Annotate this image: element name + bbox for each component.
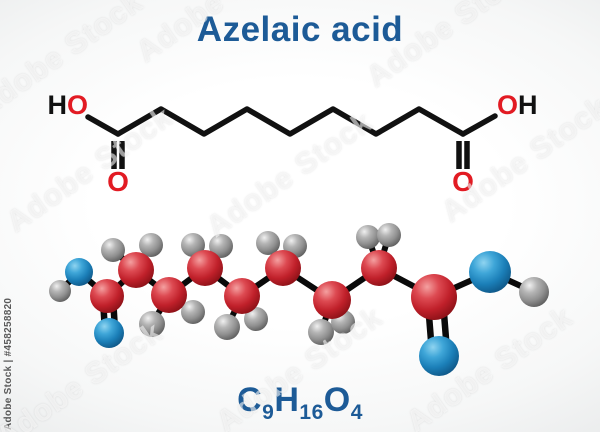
atom-hydrogen [181,300,205,324]
atom-label-carbonyl-oxygen-right: O [452,166,474,197]
formula-segment: H [274,381,300,419]
formula-segment: 9 [262,401,275,424]
atom-hydrogen [139,233,163,257]
atom-hydrogen [49,280,71,302]
atom-carbon [265,250,301,286]
atom-hydrogen [308,319,334,345]
atom-hydrogen [181,233,205,257]
atom-oxygen [469,251,511,293]
atom-carbon [361,250,397,286]
formula-segment: 4 [350,401,363,424]
atom-hydrogen [256,231,280,255]
atom-oxygen [419,336,459,376]
atom-label-carbonyl-oxygen-left: O [107,166,129,197]
page-title: Azelaic acid [196,10,404,49]
atom-carbon [411,274,457,320]
atom-hydrogen [377,223,401,247]
atom-carbon [313,281,351,319]
atom-hydrogen [139,311,165,337]
atom-carbon [90,279,124,313]
atom-oxygen [65,258,93,286]
atom-hydrogen [244,307,268,331]
single-bond [460,113,498,137]
formula-segment: O [323,381,351,419]
atom-hydrogen [101,238,125,262]
atom-hydrogen [209,234,233,258]
atom-carbon [118,252,154,288]
atom-hydrogen [214,314,240,340]
carbon-chain-bond [115,106,466,137]
atom-hydrogen [356,225,380,249]
atom-label-hydroxyl-right: OH [497,90,538,120]
atom-oxygen [94,318,124,348]
formula-segment: C [237,381,263,419]
atom-carbon [187,250,223,286]
formula-segment: 16 [299,401,324,424]
molecular-formula: C9H16O4 [0,381,600,423]
atom-hydrogen [519,277,549,307]
atom-carbon [151,277,187,313]
atom-label-hydroxyl-left: HO [47,90,88,120]
atom-carbon [224,278,260,314]
single-bond [85,114,121,137]
